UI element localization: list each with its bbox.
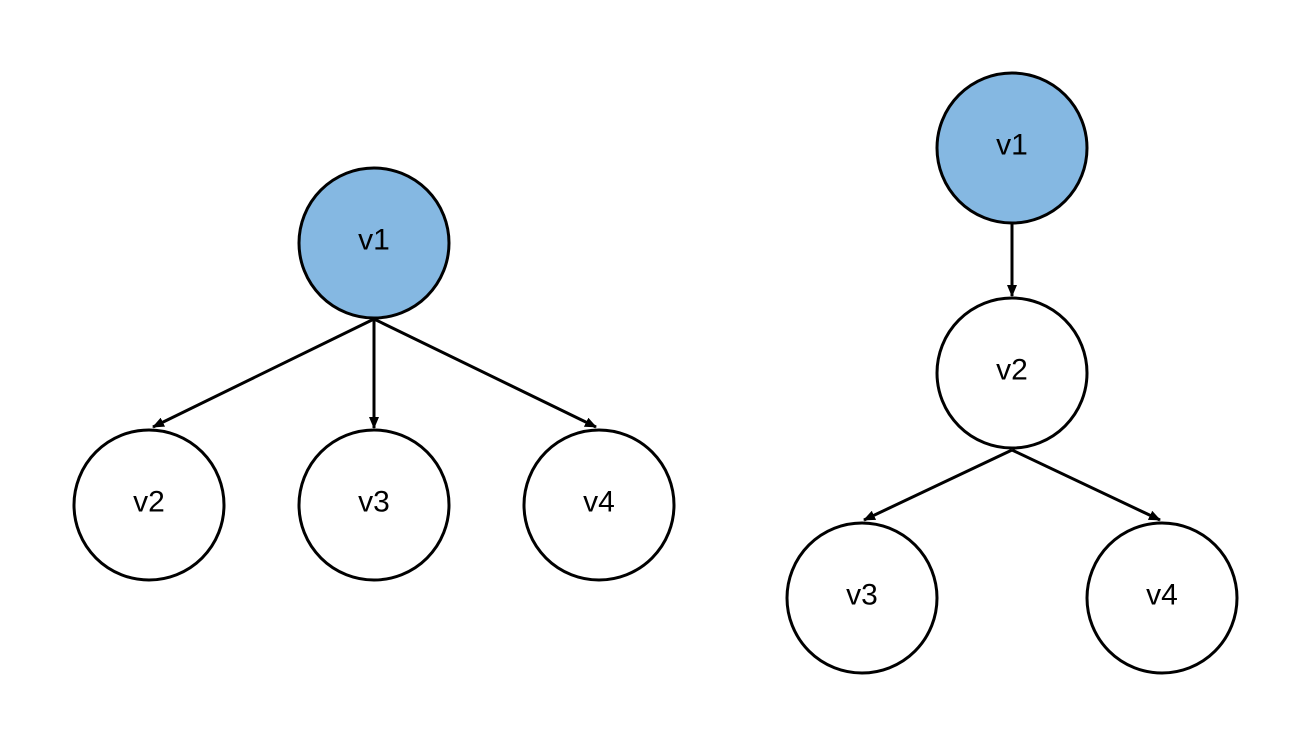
left-node-v3: v3 xyxy=(297,428,451,582)
right-node-v2-circle xyxy=(935,296,1089,450)
right-node-v2-label: v2 xyxy=(996,354,1028,387)
left-node-v1: v1 xyxy=(297,166,451,320)
left-edge-v1-v2 xyxy=(152,317,375,429)
left-edge-v1-v4 xyxy=(373,317,597,429)
right-node-v3-circle xyxy=(785,521,939,675)
right-node-v3-label: v3 xyxy=(846,579,878,612)
left-node-v3-label: v3 xyxy=(358,486,390,519)
right-tree: v1 v2 v3 v4 xyxy=(785,71,1239,675)
left-node-v3-circle xyxy=(297,428,451,582)
left-node-v4-label: v4 xyxy=(583,486,615,519)
right-node-v4: v4 xyxy=(1085,521,1239,675)
right-node-v1-circle xyxy=(935,71,1089,225)
left-node-v4: v4 xyxy=(522,428,676,582)
left-node-v2-circle xyxy=(72,428,226,582)
right-node-v3: v3 xyxy=(785,521,939,675)
right-node-v1: v1 xyxy=(935,71,1089,225)
left-node-v1-circle xyxy=(297,166,451,320)
right-edge-v2-v4 xyxy=(1011,448,1161,522)
right-node-v4-circle xyxy=(1085,521,1239,675)
right-node-v4-label: v4 xyxy=(1146,579,1178,612)
right-edge-v2-v3 xyxy=(863,448,1013,522)
left-node-v2-label: v2 xyxy=(133,486,165,519)
right-node-v1-label: v1 xyxy=(996,129,1028,162)
left-node-v1-label: v1 xyxy=(358,224,390,257)
left-node-v2: v2 xyxy=(72,428,226,582)
right-node-v2: v2 xyxy=(935,296,1089,450)
left-tree: v1 v2 v3 v4 xyxy=(72,166,676,582)
left-node-v4-circle xyxy=(522,428,676,582)
